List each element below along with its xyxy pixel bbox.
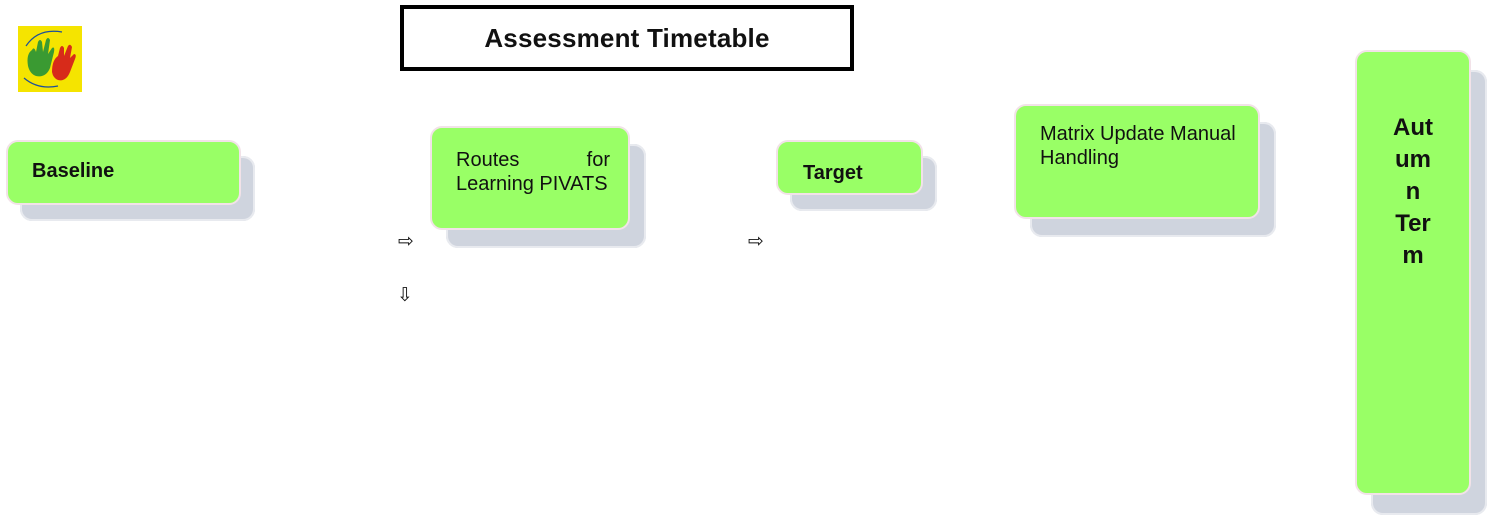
autumn-term-label: Aut um n Ter m xyxy=(1393,114,1433,269)
right-arrow-icon: ⇨ xyxy=(398,230,414,252)
matrix-label: Matrix Update Manual Handling xyxy=(1040,123,1236,169)
routes-label: Routes for Learning PIVATS xyxy=(456,149,610,195)
title-box: Assessment Timetable xyxy=(400,5,854,71)
page-title: Assessment Timetable xyxy=(484,22,770,53)
baseline-card: Baseline xyxy=(6,140,241,205)
down-arrow-icon: ⇩ xyxy=(397,284,413,306)
baseline-label: Baseline xyxy=(32,160,115,182)
matrix-card: Matrix Update Manual Handling xyxy=(1014,104,1260,219)
routes-card: Routes for Learning PIVATS xyxy=(430,126,630,230)
target-label: Target xyxy=(803,162,863,184)
right-arrow-icon: ⇨ xyxy=(748,230,764,252)
target-card: Target xyxy=(776,140,923,195)
autumn-term-card: Aut um n Ter m xyxy=(1355,50,1471,495)
school-logo xyxy=(18,26,82,92)
